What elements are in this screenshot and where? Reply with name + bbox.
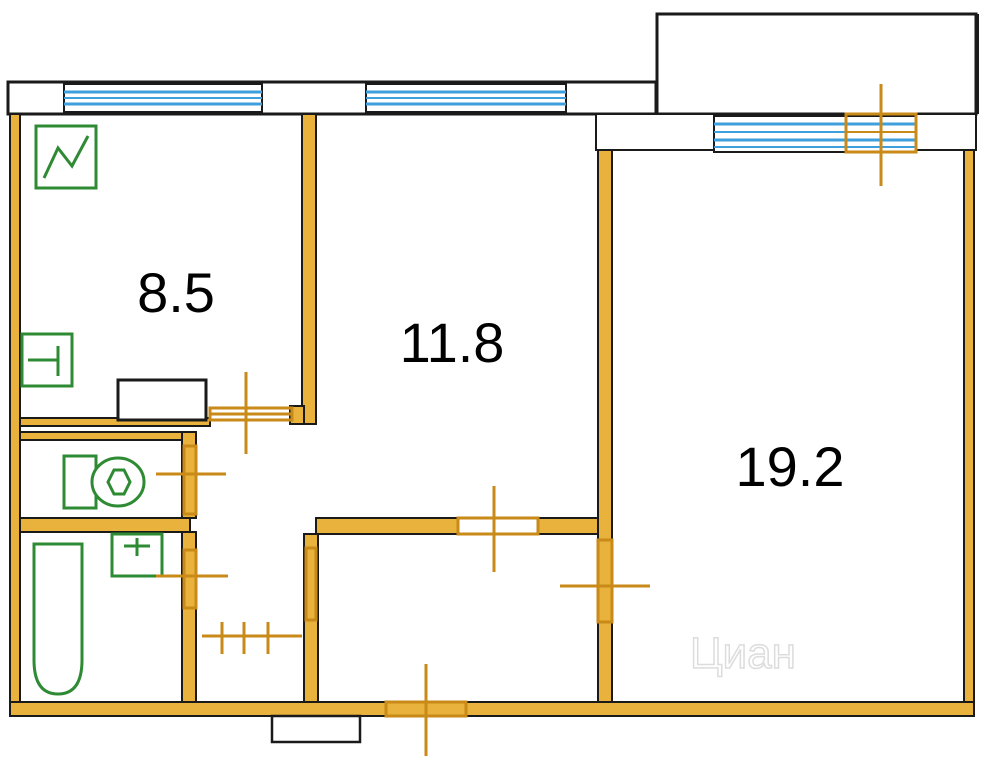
stove-icon xyxy=(34,124,98,190)
room-area-living-room: 19.2 xyxy=(736,435,845,498)
entrance-recess xyxy=(270,714,362,744)
window-living-room xyxy=(713,115,917,153)
balcony-door xyxy=(844,84,918,186)
balcony xyxy=(655,12,979,116)
window-kitchen xyxy=(63,83,263,113)
toilet-icon xyxy=(62,454,146,510)
room-area-bedroom: 11.8 xyxy=(400,311,505,374)
washbasin-icon xyxy=(110,532,164,578)
watermark-text: Циан xyxy=(690,629,796,678)
door-markers xyxy=(156,372,650,756)
sink-icon xyxy=(20,332,74,388)
room-area-kitchen: 8.5 xyxy=(137,261,215,324)
bathtub-icon xyxy=(32,542,84,696)
window-bedroom xyxy=(365,83,567,113)
kitchen-counter xyxy=(116,378,208,422)
